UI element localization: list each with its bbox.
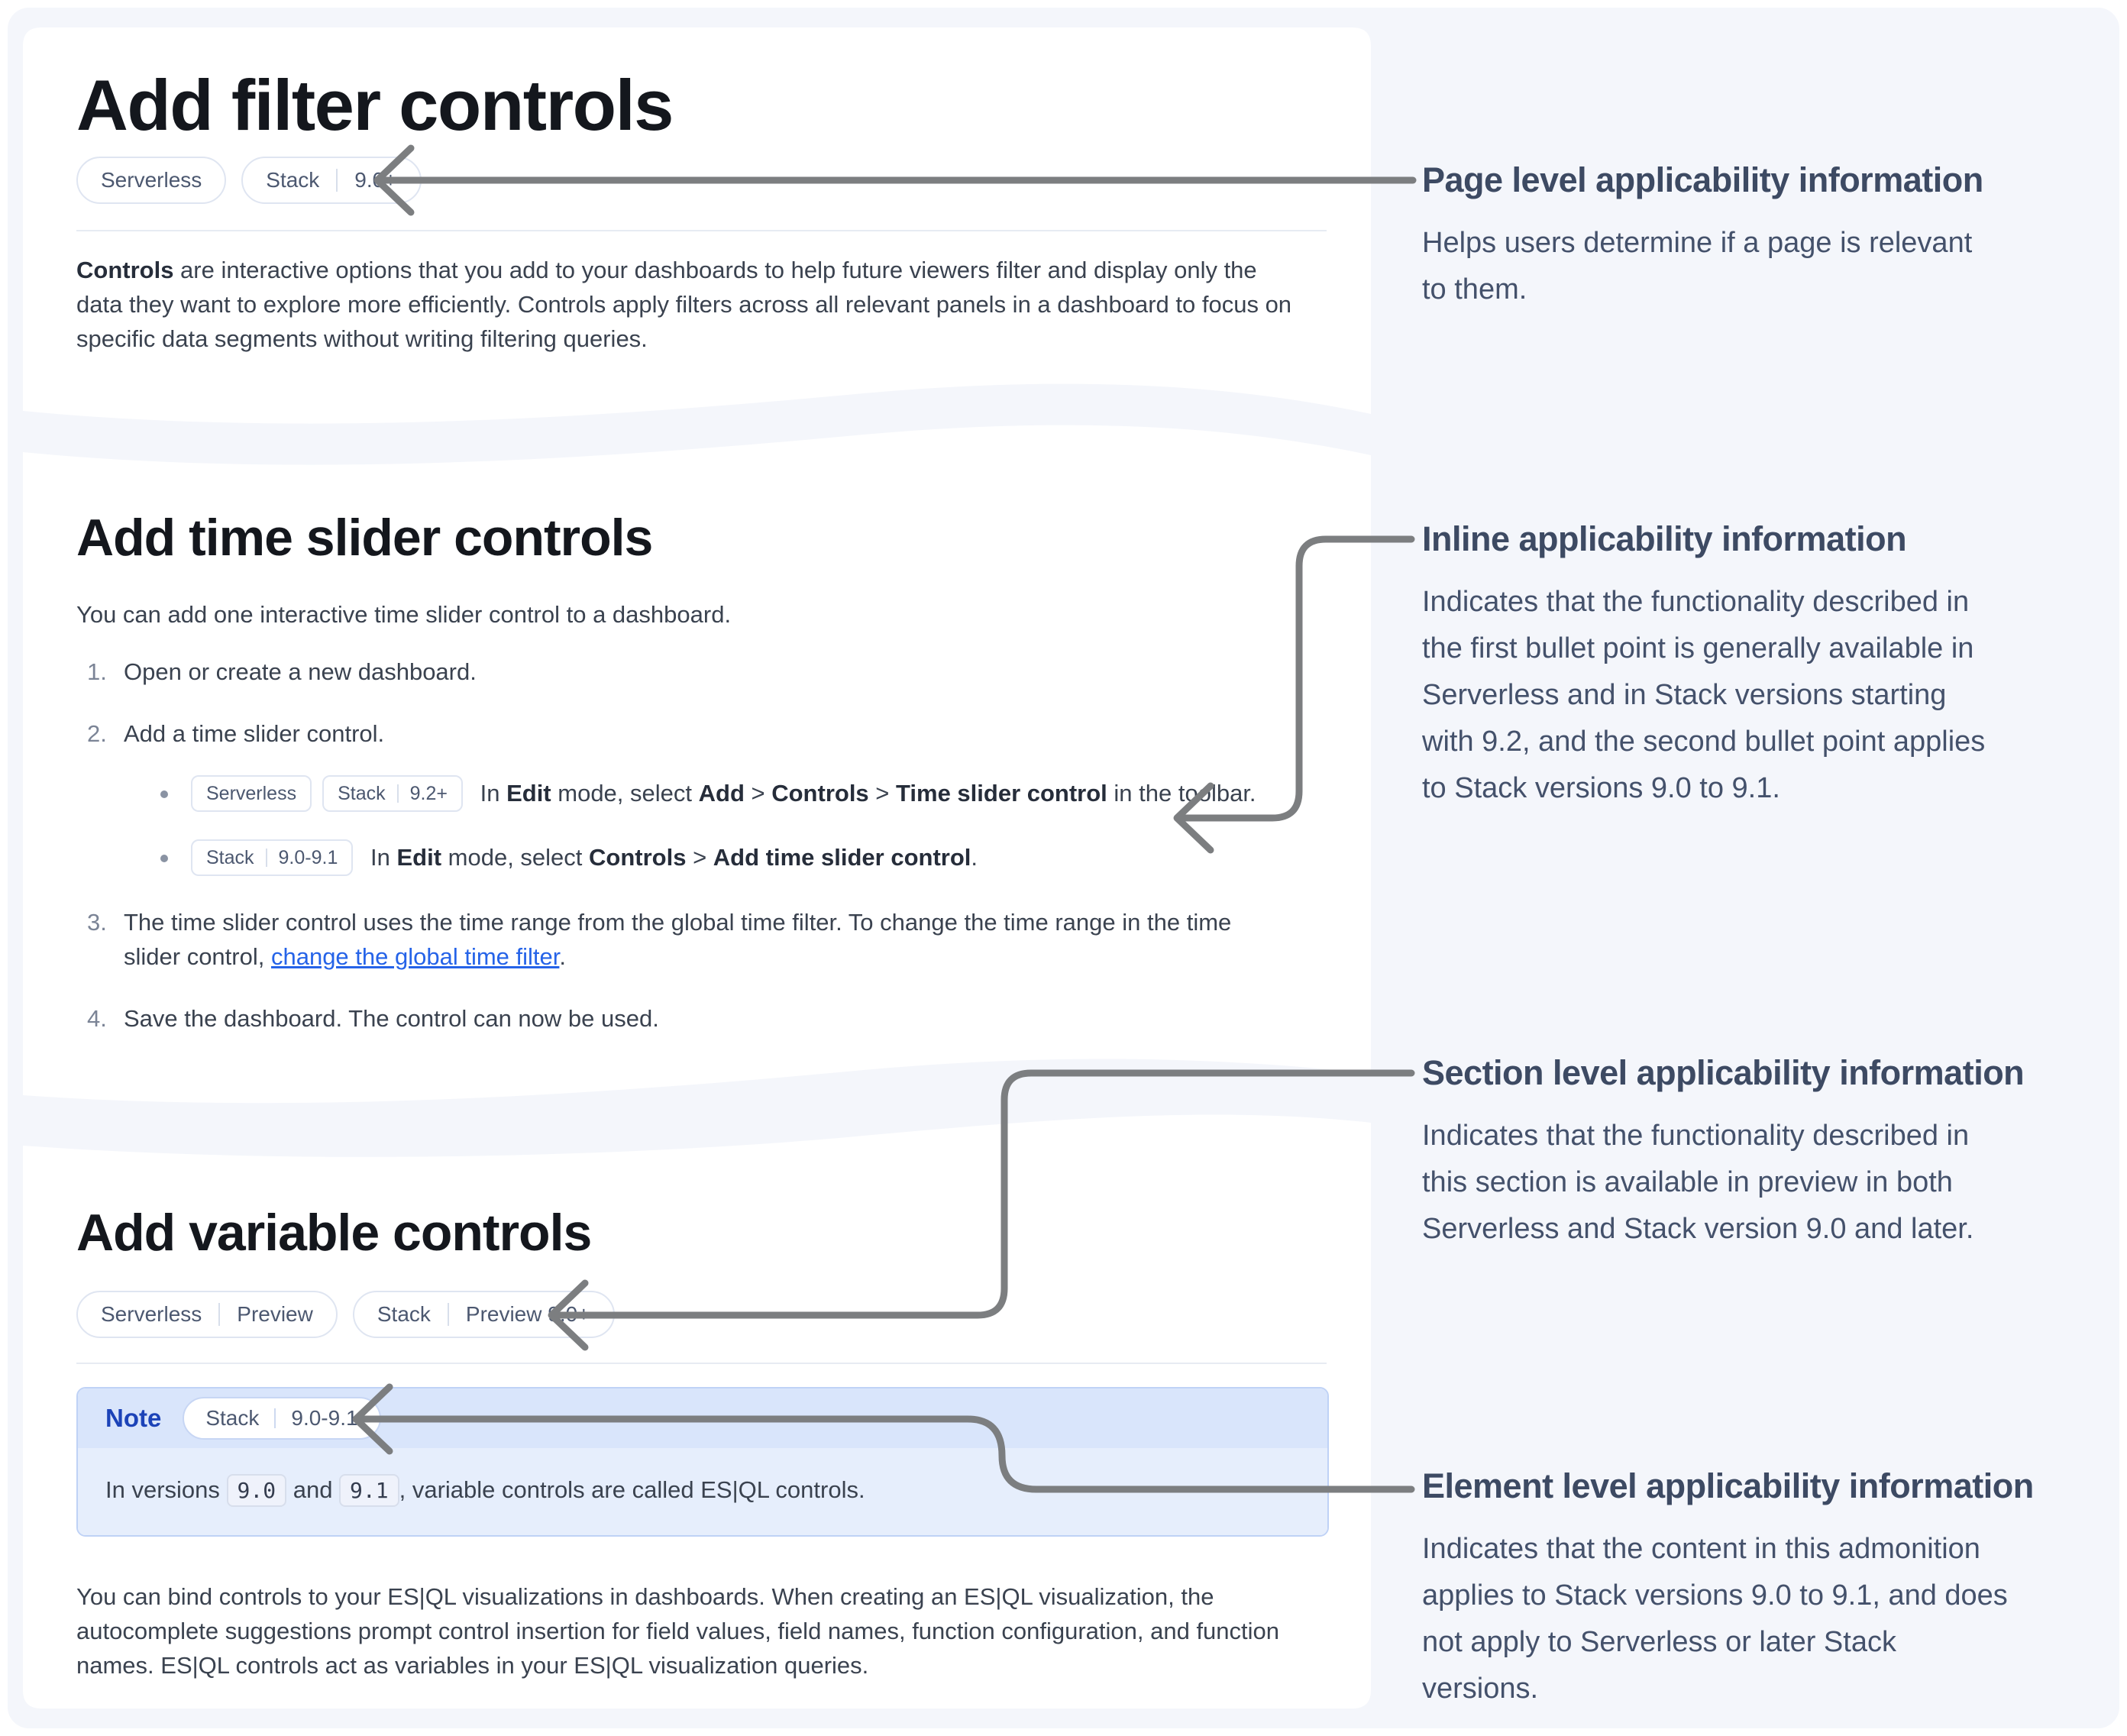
note-header: Note Stack 9.0-9.1 (78, 1388, 1327, 1448)
bold-text: Add (698, 780, 745, 807)
applicability-badge: Stack 9.0+ (241, 157, 422, 205)
annotation-body: Helps users determine if a page is relev… (1422, 227, 1973, 305)
applicability-badge: Stack 9.0-9.1 (191, 839, 354, 876)
badge-part: 9.2+ (409, 782, 448, 804)
badge-part: Preview (237, 1302, 313, 1326)
bold-text: Add time slider control (713, 844, 971, 871)
note-body: In versions 9.0 and 9.1, variable contro… (78, 1448, 1327, 1535)
badge-part: Stack (206, 846, 254, 868)
badge-part: Stack (205, 1406, 260, 1430)
annotation-body: Indicates that the content in this admon… (1422, 1533, 2008, 1705)
badge-part: 9.0-9.1 (291, 1406, 358, 1430)
applicability-badge: Serverless (76, 157, 227, 205)
annotation-title: Page level applicability information (1422, 160, 1983, 199)
badge-part: Serverless (101, 168, 202, 192)
step-item: 1.Open or create a new dashboard. (87, 655, 1278, 689)
badge-part: 9.0-9.1 (278, 846, 338, 868)
badge-divider (396, 784, 399, 803)
card-time-slider-controls: Add time slider controls You can add one… (76, 454, 1329, 1063)
steps-list: 1.Open or create a new dashboard.2.Add a… (76, 655, 1329, 1036)
card-shape-time-slider (23, 425, 1371, 1104)
badge-divider (447, 1303, 449, 1326)
step-item: 4.Save the dashboard. The control can no… (87, 1001, 1278, 1036)
divider (76, 1363, 1327, 1364)
badge-divider (218, 1303, 221, 1326)
badge-part: Preview 9.0+ (465, 1302, 590, 1326)
version-code: 9.0 (226, 1474, 287, 1507)
divider (76, 230, 1327, 232)
intro-paragraph: Controls are interactive options that yo… (76, 257, 1292, 353)
section-intro: You can add one interactive time slider … (76, 601, 732, 628)
applicability-badge: Serverless Preview (76, 1291, 338, 1338)
step-number: 2. (87, 720, 107, 747)
bold-text: Edit (506, 780, 551, 807)
annotation-title: Element level applicability information (1422, 1466, 2034, 1505)
bold-text: Controls (589, 844, 687, 871)
annotation-inline-level: Inline applicability information Indicat… (1422, 519, 2119, 812)
badge-part: Serverless (101, 1302, 202, 1326)
badge-divider (336, 169, 338, 192)
note-label: Note (105, 1404, 162, 1432)
bold-text: Time slider control (896, 780, 1107, 807)
closing-paragraph: You can bind controls to your ES|QL visu… (76, 1583, 1280, 1679)
badge-part: 9.0+ (354, 168, 397, 192)
annotation-body: Indicates that the functionality describ… (1422, 1120, 1974, 1245)
badge-part: Stack (377, 1302, 431, 1326)
applicability-badge: Stack Preview 9.0+ (352, 1291, 615, 1338)
bold-text: Controls (76, 257, 174, 284)
badge-divider (274, 1408, 276, 1428)
annotation-body: Indicates that the functionality describ… (1422, 586, 1986, 804)
section-badge-row: Serverless Preview Stack Preview 9.0+ (76, 1291, 1329, 1338)
step-number: 1. (87, 658, 107, 685)
step-number: 4. (87, 1005, 107, 1032)
note-badge-slot: Stack 9.0-9.1 (183, 1397, 381, 1440)
badge-part: Stack (266, 168, 320, 192)
version-code: 9.1 (339, 1474, 399, 1507)
applicability-badge: Stack 9.2+ (322, 774, 463, 812)
bold-text: Edit (396, 844, 442, 871)
annotation-title: Section level applicability information (1422, 1053, 2025, 1092)
card-shape-filter (23, 27, 1371, 424)
applicability-badge: Stack 9.0-9.1 (183, 1397, 381, 1440)
applicability-badge: Serverless (191, 774, 312, 812)
step-item: 3.The time slider control uses the time … (87, 905, 1278, 974)
note-admonition: Note Stack 9.0-9.1 In versions 9.0 and 9.… (76, 1387, 1329, 1537)
annotation-title: Inline applicability information (1422, 519, 1907, 558)
badge-part: Stack (338, 782, 386, 804)
annotation-element-level: Element level applicability information … (1422, 1466, 2119, 1712)
inline-link[interactable]: change the global time filter (270, 943, 560, 970)
step-number: 3. (87, 909, 107, 936)
badge-part: Serverless (206, 782, 297, 804)
bold-text: Controls (771, 780, 869, 807)
page-title: Add filter controls (76, 65, 674, 145)
page-badge-row: Serverless Stack 9.0+ (76, 157, 1329, 205)
badge-divider (265, 848, 267, 867)
annotation-section-level: Section level applicability information … (1422, 1053, 2119, 1253)
section-title: Add time slider controls (76, 509, 653, 567)
annotation-page-level: Page level applicability information Hel… (1422, 160, 2119, 313)
section-title: Add variable controls (76, 1204, 592, 1262)
